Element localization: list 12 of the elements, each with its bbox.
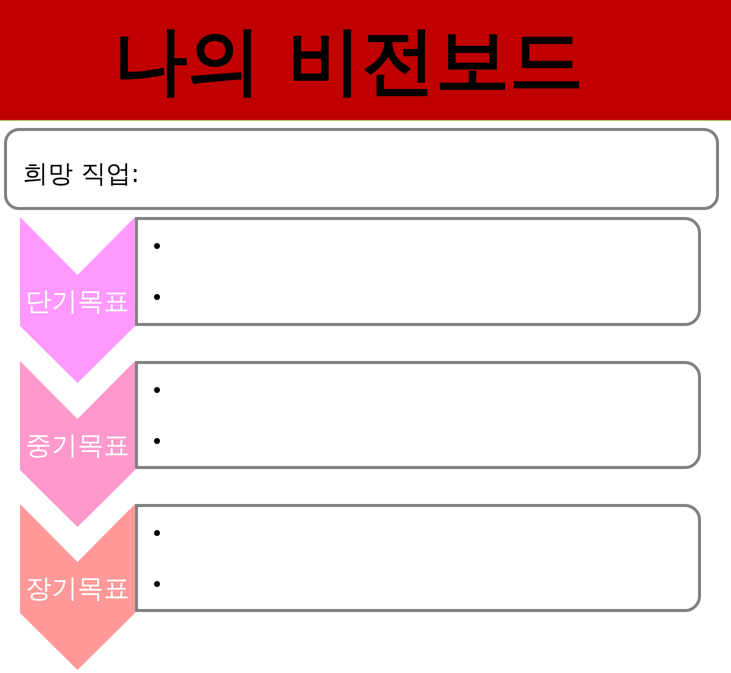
chevron-banner [20, 361, 135, 527]
goal-panel [135, 504, 701, 612]
goal-label: 단기목표 [24, 287, 130, 317]
title: 나의 비전보드 [114, 17, 584, 106]
chevron-banner [20, 217, 135, 383]
field-label: 희망 직업: [23, 159, 140, 189]
chevron-banner [20, 504, 135, 670]
rounded-panel [4, 128, 719, 210]
goal-label: 장기목표 [24, 574, 130, 604]
goal-label: 중기목표 [24, 431, 130, 461]
goal-panel [135, 217, 701, 326]
goal-panel [135, 361, 701, 469]
